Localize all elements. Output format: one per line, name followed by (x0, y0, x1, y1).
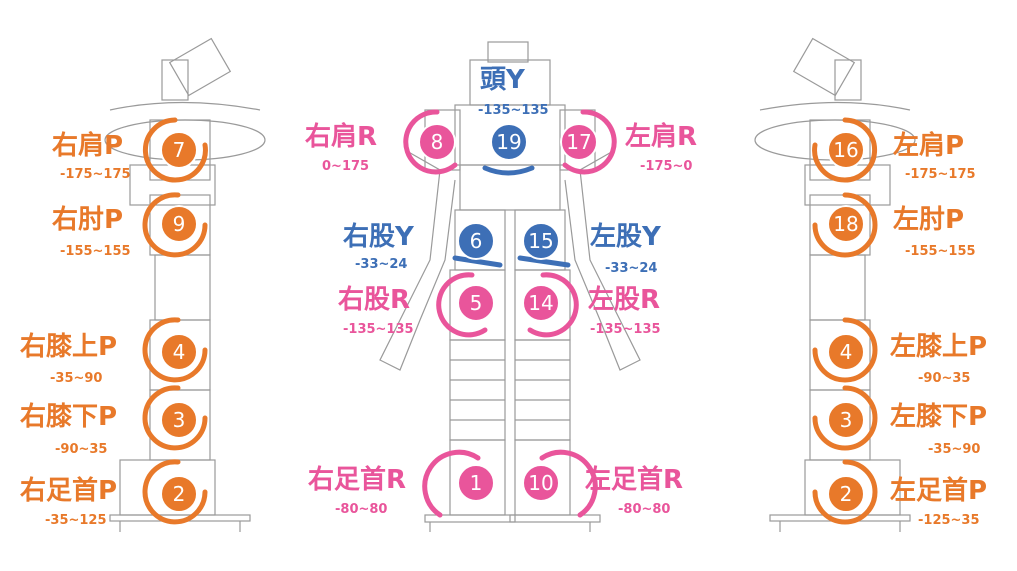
joint-label: 右肘P (52, 205, 124, 235)
joint-label: 左肩P (893, 131, 965, 161)
front-pink-arcs (403, 109, 617, 518)
joint-label: 右肩P (52, 131, 124, 161)
joint-range: -175~175 (60, 167, 131, 182)
joint-label: 左足首P (890, 476, 988, 506)
joint-number-badge: 15 (522, 222, 560, 260)
left-rotation-arcs (142, 117, 208, 525)
joint-number-badge: 17 (560, 123, 598, 161)
joint-number-badge: 2 (827, 475, 865, 513)
joint-label: 左股Y (590, 222, 661, 252)
joint-range: -175~0 (640, 159, 693, 174)
joint-number-badge: 1 (457, 464, 495, 502)
joint-number-badge: 3 (160, 401, 198, 439)
joint-label: 左足首R (585, 465, 684, 495)
joint-label: 右肩R (305, 122, 378, 152)
joint-range: -135~135 (590, 322, 661, 337)
joint-number-badge: 10 (522, 464, 560, 502)
joint-range: -33~24 (605, 261, 658, 276)
joint-number-badge: 2 (160, 475, 198, 513)
joint-range: -90~35 (55, 442, 108, 457)
front-blue-arcs (452, 165, 571, 268)
joint-range: -80~80 (618, 502, 671, 517)
side-view-robot-right (754, 37, 916, 532)
joint-label: 右足首P (20, 476, 118, 506)
joint-label: 左肘P (893, 205, 965, 235)
joint-range: 0~175 (322, 159, 370, 174)
joint-label: 右足首R (308, 465, 407, 495)
joint-range: -33~24 (355, 257, 408, 272)
joint-number-badge: 9 (160, 205, 198, 243)
joint-range: -135~135 (343, 322, 414, 337)
joint-number-badge: 19 (490, 123, 528, 161)
joint-number-badge: 5 (457, 284, 495, 322)
joint-label: 右股R (338, 285, 411, 315)
joint-number-badge: 14 (522, 284, 560, 322)
joint-range: -125~35 (918, 513, 980, 528)
joint-number-badge: 6 (457, 222, 495, 260)
joint-number-badge: 8 (418, 123, 456, 161)
joint-range: -80~80 (335, 502, 388, 517)
joint-number-badge: 7 (160, 131, 198, 169)
joint-label: 右股Y (343, 222, 414, 252)
joint-range: -35~90 (928, 442, 981, 457)
joint-range: -35~90 (50, 371, 103, 386)
joint-range: -155~155 (905, 244, 976, 259)
joint-label: 左股R (588, 285, 661, 315)
side-view-robot-left (104, 37, 266, 532)
joint-label: 左膝下P (890, 402, 988, 432)
joint-label: 右膝下P (20, 402, 118, 432)
joint-range: -35~125 (45, 513, 107, 528)
joint-number-badge: 4 (160, 333, 198, 371)
joint-label: 頭Y (480, 65, 525, 95)
joint-number-badge: 16 (827, 131, 865, 169)
joint-range: -155~155 (60, 244, 131, 259)
joint-number-badge: 4 (827, 333, 865, 371)
joint-range: -90~35 (918, 371, 971, 386)
joint-number-badge: 3 (827, 401, 865, 439)
joint-range: -175~175 (905, 167, 976, 182)
joint-label: 左膝上P (890, 332, 988, 362)
joint-label: 左肩R (625, 122, 698, 152)
joint-number-badge: 18 (827, 205, 865, 243)
joint-range: -135~135 (478, 103, 549, 118)
joint-label: 右膝上P (20, 332, 118, 362)
right-rotation-arcs (812, 117, 878, 525)
